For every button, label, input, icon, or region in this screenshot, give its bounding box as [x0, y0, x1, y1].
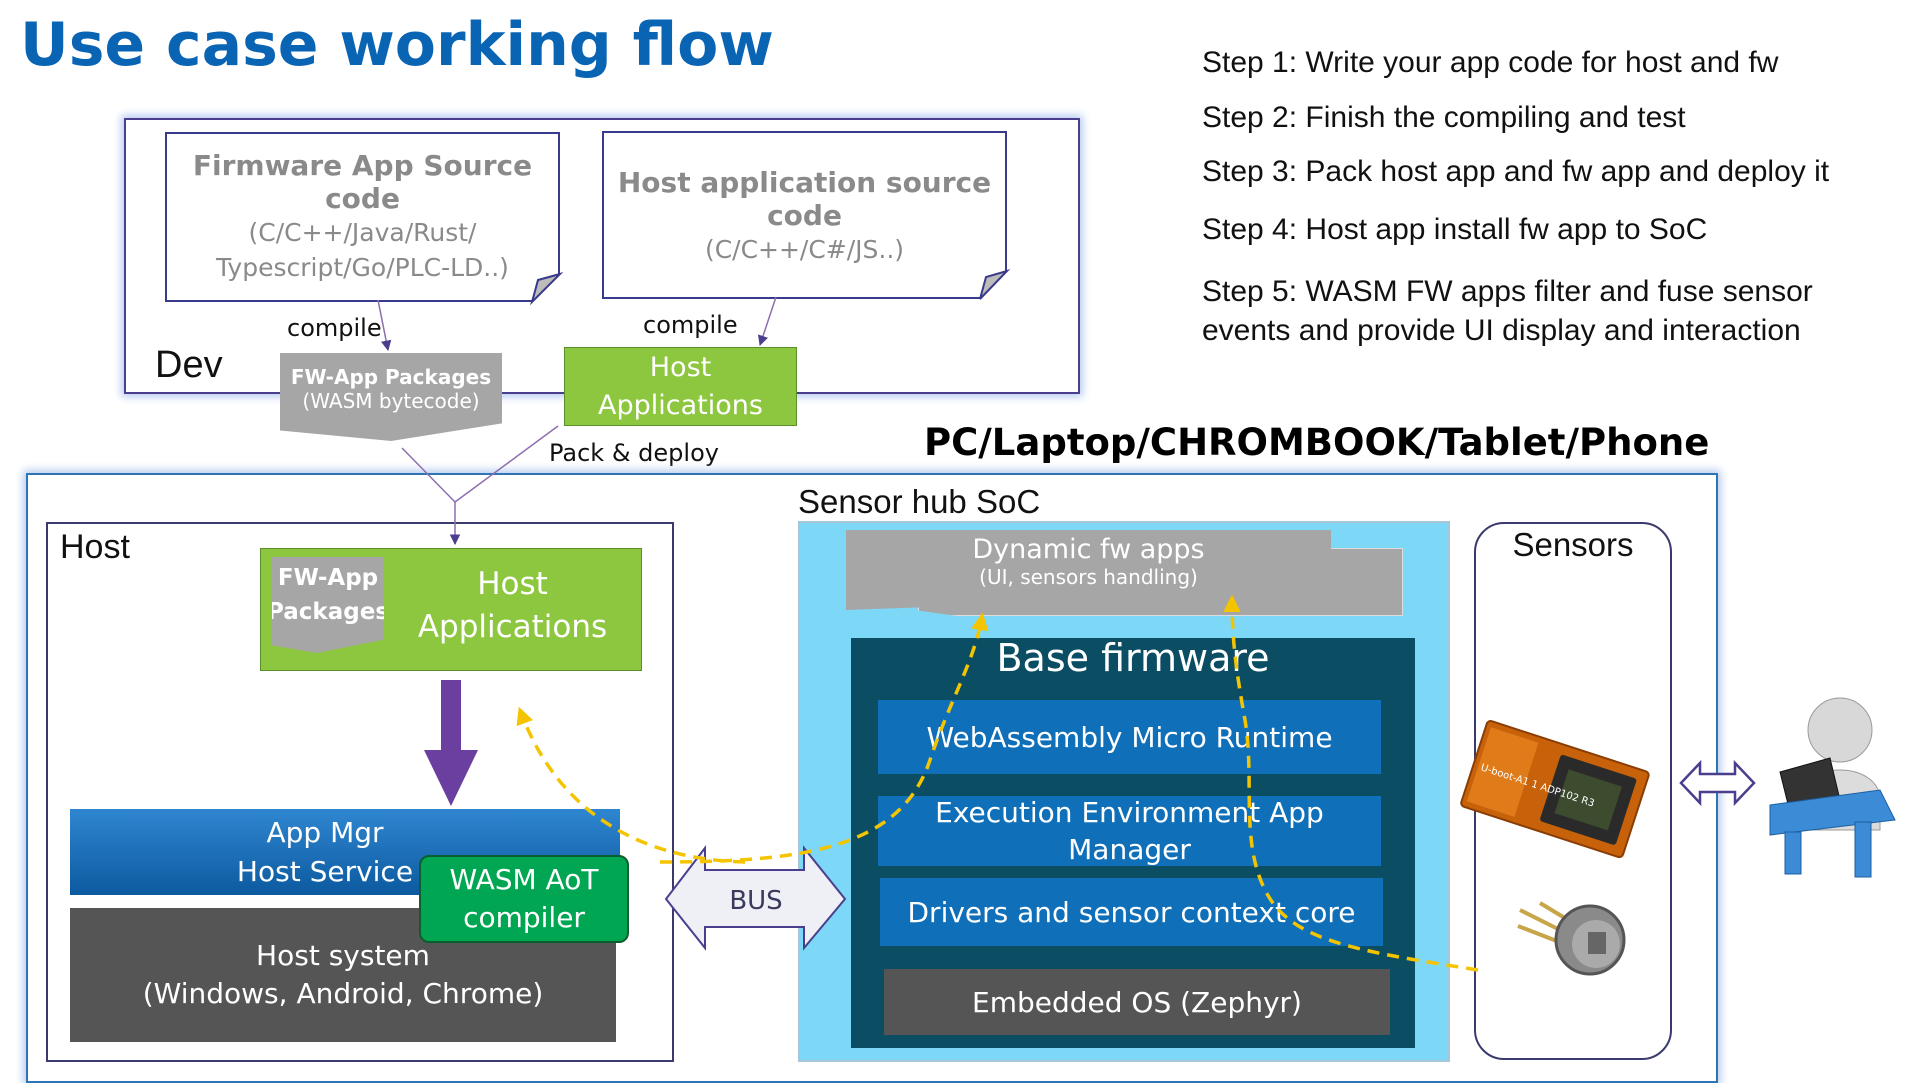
flow-bus-to-dyn-apps — [659, 612, 989, 864]
pack-line-fw — [401, 447, 456, 503]
dev-fw-pkg-title: FW-App Packages — [290, 365, 492, 389]
wasm-aot-line2: compiler — [463, 901, 585, 934]
host-system-line2: (Windows, Android, Chrome) — [142, 977, 544, 1010]
flow-bus-to-host-apps — [516, 706, 746, 864]
dev-host-apps-line2: Applications — [598, 389, 763, 421]
compile-arrow-left — [377, 299, 392, 352]
drivers-sensor-core: Drivers and sensor context core — [880, 878, 1383, 946]
install-down-arrow — [424, 680, 478, 806]
step-1: Step 1: Write your app code for host and… — [1202, 46, 1779, 79]
dyn-apps-title: Dynamic fw apps — [972, 534, 1205, 565]
host-apps-label: Host Applications — [405, 556, 620, 656]
dev-fw-pkg-sub: (WASM bytecode) — [302, 389, 480, 413]
host-source-langs: (C/C++/C#/JS..) — [704, 235, 905, 264]
step-3: Step 3: Pack host app and fw app and dep… — [1202, 155, 1830, 188]
dev-host-apps-line1: Host — [649, 351, 712, 383]
compile-label-left: compile — [287, 314, 382, 342]
pack-deploy-label: Pack & deploy — [549, 439, 719, 467]
double-arrow-icon — [1679, 759, 1756, 807]
host-apps-line2: Applications — [417, 609, 608, 645]
exec-env-line2: Manager — [1068, 833, 1191, 866]
wasm-aot-compiler: WASM AoT compiler — [419, 855, 629, 943]
host-source-doc: Host application source code (C/C++/C#/J… — [602, 131, 1007, 299]
flow-sensors-to-dyn-apps — [1223, 594, 1479, 972]
pack-line-host — [454, 425, 559, 503]
platform-label: PC/Laptop/CHROMBOOK/Tablet/Phone — [924, 421, 1710, 464]
dev-label: Dev — [155, 344, 223, 386]
fw-source-doc: Firmware App Source code (C/C++/Java/Rus… — [165, 132, 560, 302]
embedded-os: Embedded OS (Zephyr) — [884, 969, 1390, 1035]
camera-sensor-icon: U-boot-A1 1 ADP102 R3 — [1460, 720, 1650, 859]
soc-label: Sensor hub SoC — [798, 483, 1041, 520]
sensors-label: Sensors — [1512, 526, 1634, 563]
app-mgr-line2: Host Service — [236, 855, 414, 888]
fw-source-langs-2: Typescript/Go/PLC-LD..) — [216, 253, 509, 282]
host-fw-app-packages: FW-App Packages — [272, 557, 384, 653]
user-at-laptop-icon — [1769, 697, 1896, 878]
dev-host-applications: Host Applications — [564, 347, 797, 426]
dynamic-fw-apps: Dynamic fw apps (UI, sensors handling) — [846, 530, 1331, 610]
wasm-aot-line1: WASM AoT — [449, 863, 599, 896]
app-mgr-host-service: App Mgr Host Service — [70, 809, 620, 895]
temperature-sensor-icon — [1517, 901, 1626, 976]
host-fw-pkg-line2: Packages — [267, 599, 389, 625]
fw-source-title: Firmware App Source code — [192, 149, 533, 215]
host-system-line1: Host system — [256, 939, 430, 972]
bus-label: BUS — [729, 886, 782, 916]
host-apps-line1: Host — [477, 566, 548, 602]
dev-fw-app-packages: FW-App Packages (WASM bytecode) — [280, 353, 502, 441]
dyn-apps-sub: (UI, sensors handling) — [979, 565, 1198, 589]
base-firmware-label: Base firmware — [996, 636, 1270, 680]
page-title: Use case working flow — [20, 10, 774, 80]
host-fw-pkg-line1: FW-App — [277, 565, 379, 591]
step-4: Step 4: Host app install fw app to SoC — [1202, 213, 1708, 246]
fw-doc-fold — [530, 272, 564, 306]
host-doc-fold — [979, 269, 1011, 300]
compile-arrow-right — [758, 296, 777, 346]
host-source-title: Host application source code — [617, 166, 992, 232]
step-2: Step 2: Finish the compiling and test — [1202, 101, 1686, 134]
wasm-micro-runtime: WebAssembly Micro Runtime — [878, 700, 1381, 774]
exec-env-line1: Execution Environment App — [935, 796, 1324, 829]
app-mgr-line1: App Mgr — [266, 816, 384, 849]
exec-env-app-manager: Execution Environment App Manager — [878, 796, 1381, 866]
step-5: Step 5: WASM FW apps filter and fuse sen… — [1202, 275, 1813, 308]
host-box — [46, 522, 674, 1062]
step-5-cont: events and provide UI display and intera… — [1202, 314, 1801, 347]
host-label: Host — [60, 528, 130, 566]
compile-label-right: compile — [643, 311, 738, 339]
fw-source-langs-1: (C/C++/Java/Rust/ — [248, 218, 477, 247]
